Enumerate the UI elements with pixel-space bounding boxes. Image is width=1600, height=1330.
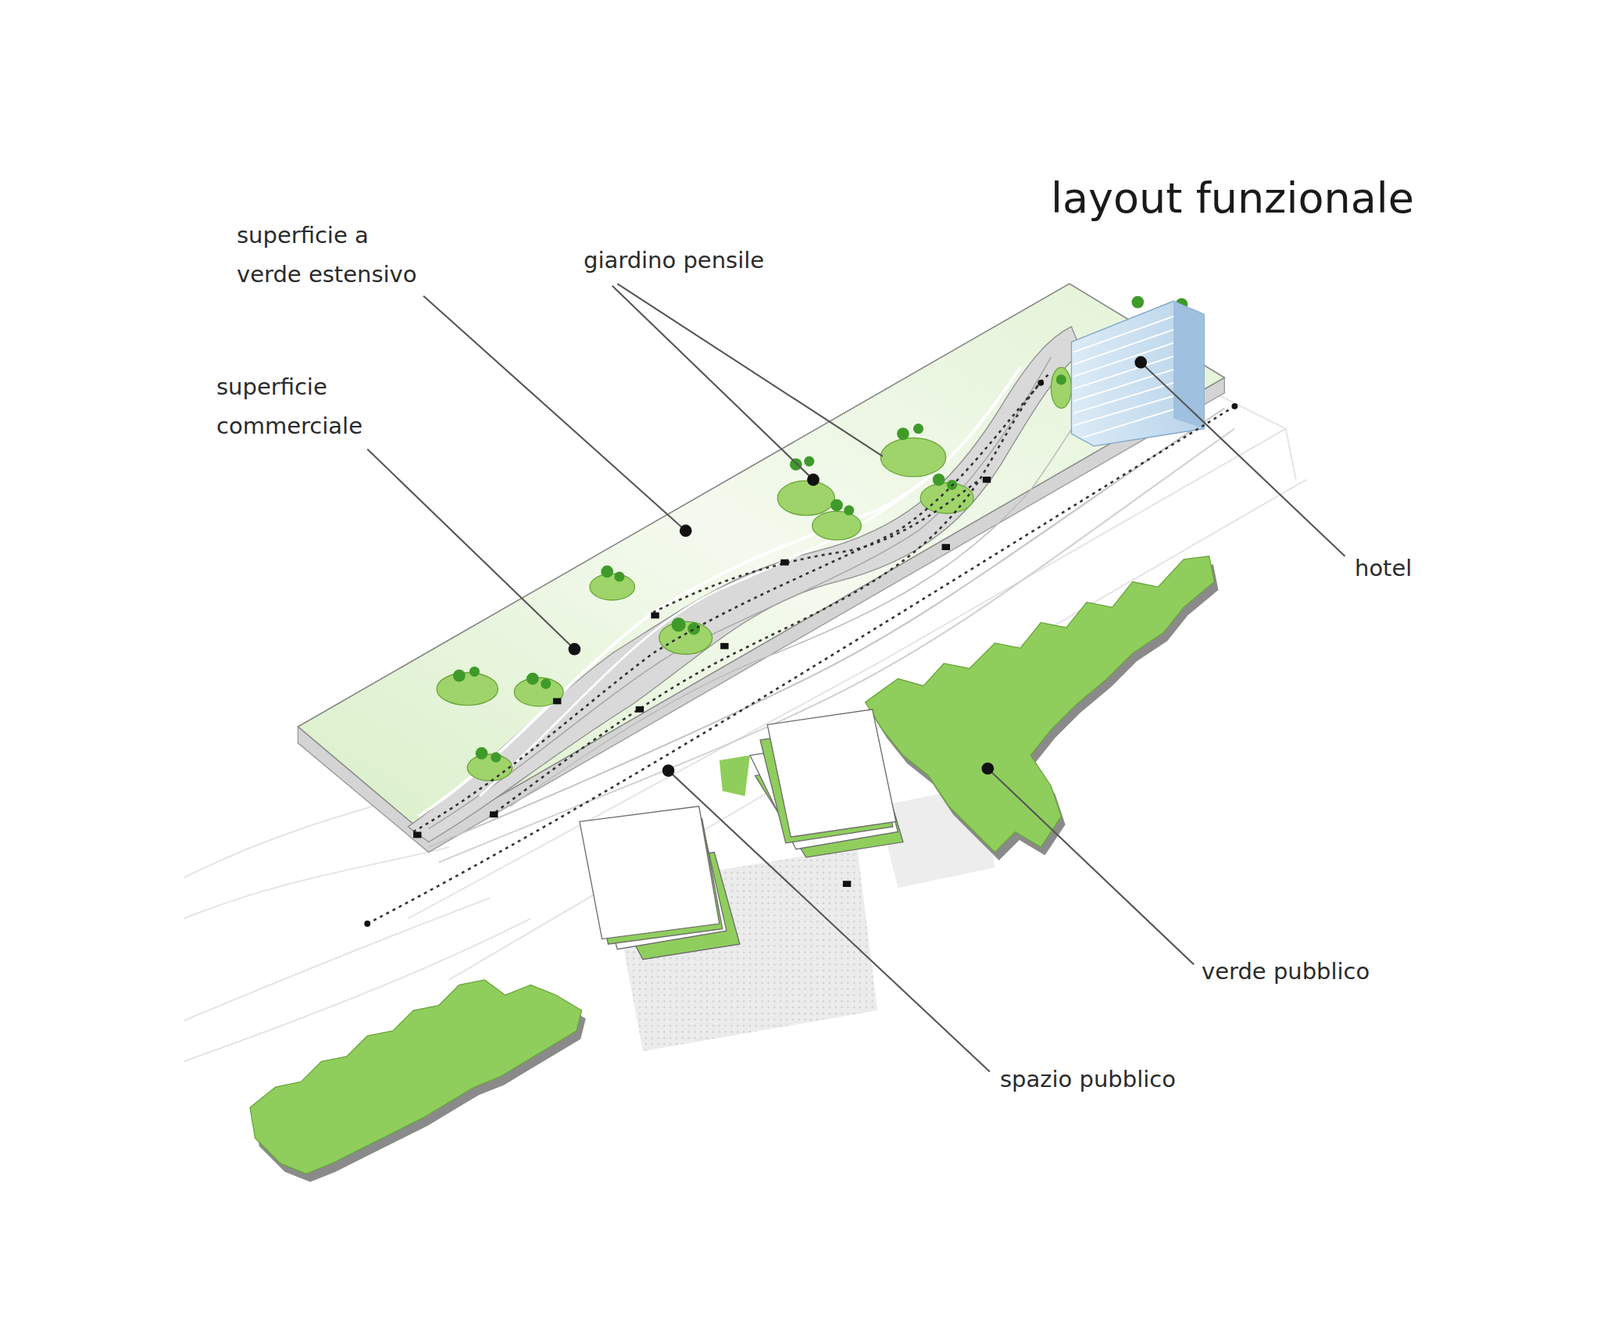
pedestrian-paths	[367, 372, 1235, 924]
callout-label: spazio pubblico	[1000, 1059, 1176, 1099]
callout-label: verde pubblico	[1201, 951, 1370, 991]
callout-label: hotel	[1354, 548, 1412, 588]
callout-dots	[568, 356, 1148, 777]
callout-label: superficie a verde estensivo	[236, 215, 440, 294]
callout-label: giardino pensile	[583, 240, 765, 280]
slab-edge	[297, 283, 1225, 853]
callout-label: superficie commerciale	[216, 367, 397, 446]
entry-markers	[364, 379, 1238, 927]
public-green	[250, 556, 1219, 1183]
diagram-title: layout funzionale	[1050, 173, 1415, 224]
hotel-tower	[1071, 300, 1204, 446]
public-plazas	[579, 709, 904, 960]
leader-lines	[367, 283, 1345, 1072]
